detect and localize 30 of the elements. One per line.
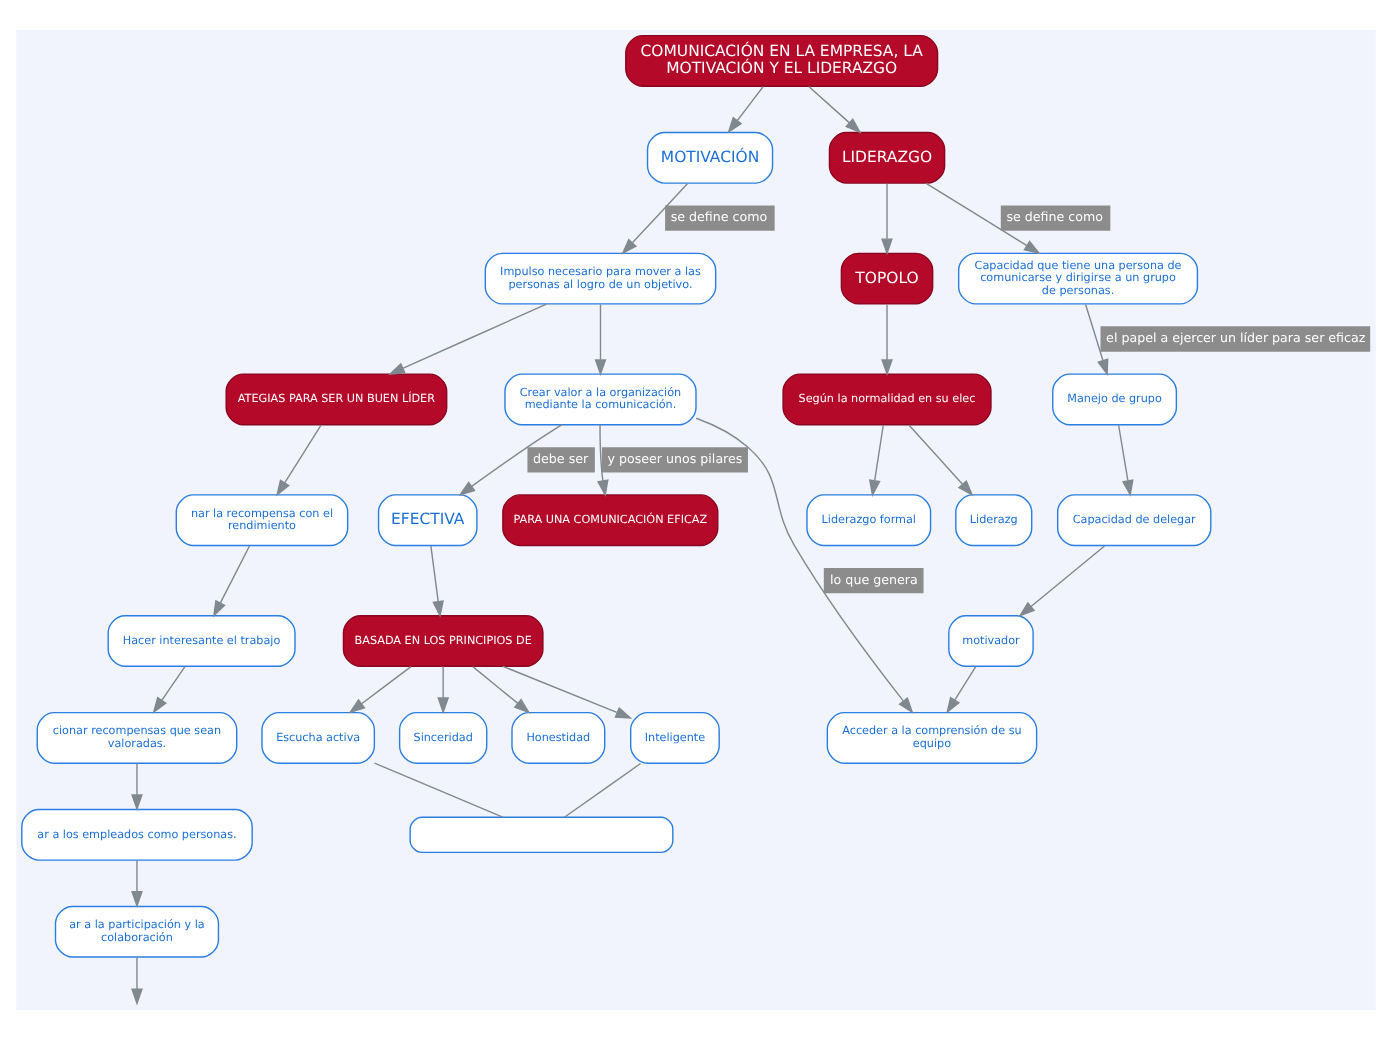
arrow	[276, 424, 322, 497]
arrow	[925, 182, 1041, 255]
arrow	[868, 424, 884, 497]
arrow	[458, 424, 563, 496]
arrow	[808, 85, 862, 134]
arrow	[695, 417, 914, 714]
arrow	[1117, 424, 1134, 497]
arrow	[881, 303, 893, 377]
arrow	[727, 85, 764, 134]
arrow	[212, 545, 251, 618]
arrow	[430, 545, 444, 618]
arrow	[1084, 303, 1109, 376]
connector	[373, 762, 504, 818]
arrow	[597, 424, 609, 497]
arrow	[388, 303, 548, 375]
arrow	[594, 303, 607, 377]
arrow	[881, 182, 893, 256]
arrow	[472, 665, 531, 714]
arrow	[908, 424, 974, 497]
arrow	[502, 665, 633, 719]
arrow	[946, 665, 977, 714]
arrow	[152, 665, 186, 714]
arrow	[131, 762, 143, 812]
node-box	[409, 816, 674, 854]
arrow	[437, 665, 450, 715]
arrow	[131, 859, 143, 908]
arrow	[131, 956, 143, 1006]
arrow	[1018, 545, 1106, 617]
arrow	[348, 665, 412, 714]
connector	[563, 762, 642, 818]
